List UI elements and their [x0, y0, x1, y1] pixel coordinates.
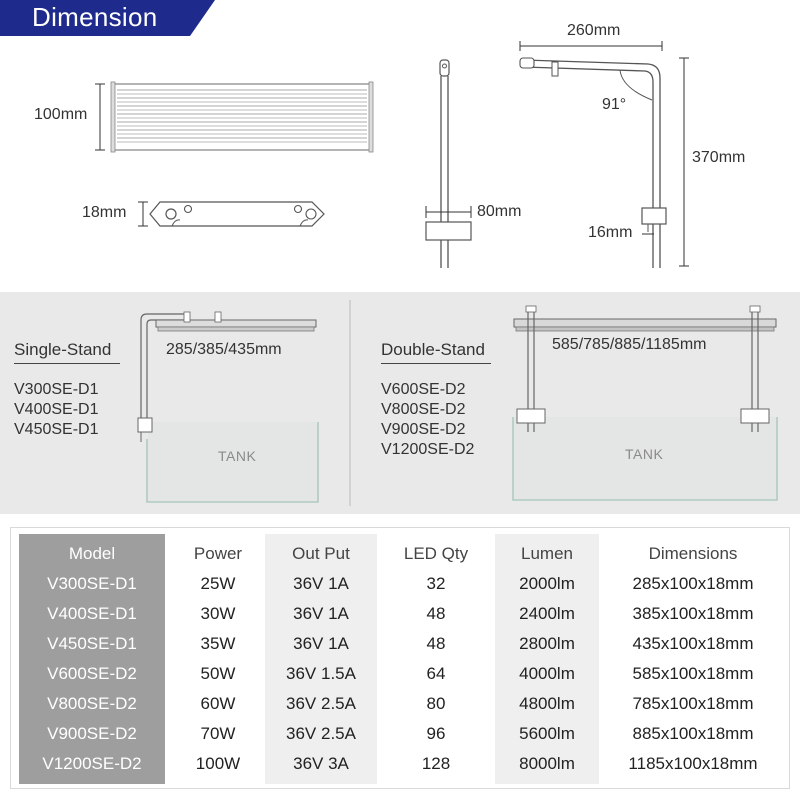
model-name: V600SE-D2	[381, 381, 466, 398]
header-output: Out Put	[292, 544, 350, 563]
banner-shape	[0, 0, 215, 36]
double-tank-label: TANK	[625, 446, 664, 462]
col-power: Power 25W 30W 35W 50W 60W 70W 100W	[173, 534, 263, 784]
cell-power: 30W	[200, 604, 236, 623]
cell-led-qty: 32	[426, 574, 446, 593]
model-name: V800SE-D2	[381, 401, 466, 418]
cell-dimensions: 285x100x18mm	[632, 574, 754, 593]
cell-led-qty: 80	[426, 694, 446, 713]
fixture-end-view	[138, 201, 325, 227]
cell-dimensions: 885x100x18mm	[632, 724, 754, 743]
cell-output: 36V 1A	[293, 634, 349, 653]
dimension-drawings: 100mm 18mm 260mm 91° 370mm 80mm 16mm	[0, 22, 800, 290]
cell-dimensions: 585x100x18mm	[632, 664, 754, 683]
cell-lumen: 2800lm	[519, 634, 575, 653]
cell-output: 36V 2.5A	[286, 724, 356, 743]
cell-led-qty: 48	[426, 634, 446, 653]
col-led-qty: LED Qty 32 48 48 64 80 96 128	[385, 534, 487, 784]
dimension-banner: Dimension	[0, 0, 215, 36]
double-stand-models: V600SE-D2 V800SE-D2 V900SE-D2 V1200SE-D2	[381, 380, 474, 460]
double-stand-underline	[381, 363, 491, 364]
stand-side-view	[425, 59, 472, 268]
header-dimensions: Dimensions	[648, 544, 738, 563]
stand-section: Single-Stand V300SE-D1 V400SE-D1 V450SE-…	[0, 292, 800, 514]
header-led-qty: LED Qty	[403, 544, 469, 563]
single-tank-label: TANK	[218, 448, 257, 464]
model-name: V900SE-D2	[381, 421, 466, 438]
cell-dimensions: 785x100x18mm	[632, 694, 754, 713]
double-stand-span: 585/785/885/1185mm	[552, 336, 707, 353]
single-stand-drawing	[137, 311, 319, 503]
cell-dimensions: 385x100x18mm	[632, 604, 754, 623]
cell-led-qty: 96	[426, 724, 446, 743]
cell-model: V600SE-D2	[47, 664, 137, 683]
model-name: V300SE-D1	[14, 381, 99, 398]
cell-led-qty: 64	[426, 664, 446, 683]
cell-dimensions: 1185x100x18mm	[628, 754, 758, 773]
cell-lumen: 5600lm	[519, 724, 575, 743]
header-power: Power	[193, 544, 243, 563]
cell-led-qty: 128	[421, 754, 451, 773]
double-stand-drawing	[512, 305, 778, 501]
cell-model: V400SE-D1	[47, 604, 137, 623]
height-front-label: 100mm	[34, 106, 88, 123]
col-output: Out Put 36V 1A 36V 1A 36V 1A 36V 1.5A 36…	[265, 534, 377, 784]
cell-output: 36V 1A	[293, 604, 349, 623]
single-stand-span: 285/385/435mm	[166, 341, 282, 358]
clamp-gap-label: 16mm	[588, 224, 633, 241]
banner-title: Dimension	[32, 2, 158, 32]
col-lumen: Lumen 2000lm 2400lm 2800lm 4000lm 4800lm…	[495, 534, 599, 784]
stand-diagram	[137, 300, 778, 506]
cell-lumen: 4800lm	[519, 694, 575, 713]
stand-height-label: 370mm	[692, 149, 746, 166]
spec-table: Model V300SE-D1 V400SE-D1 V450SE-D1 V600…	[10, 527, 790, 789]
cell-model: V800SE-D2	[47, 694, 137, 713]
cell-led-qty: 48	[426, 604, 446, 623]
cell-power: 50W	[200, 664, 236, 683]
cell-lumen: 2400lm	[519, 604, 575, 623]
arm-view	[519, 41, 689, 268]
cell-output: 36V 1A	[293, 574, 349, 593]
cell-lumen: 8000lm	[519, 754, 575, 773]
cell-power: 70W	[200, 724, 236, 743]
cell-model: V300SE-D1	[47, 574, 137, 593]
cell-model: V450SE-D1	[47, 634, 137, 653]
cell-lumen: 4000lm	[519, 664, 575, 683]
double-stand-title: Double-Stand	[381, 340, 485, 359]
model-name: V1200SE-D2	[381, 441, 475, 458]
model-name: V450SE-D1	[14, 421, 99, 438]
col-dimensions: Dimensions 285x100x18mm 385x100x18mm 435…	[607, 534, 779, 784]
cell-output: 36V 1.5A	[286, 664, 356, 683]
header-lumen: Lumen	[521, 544, 573, 563]
arm-width-label: 260mm	[567, 22, 621, 39]
single-stand-title: Single-Stand	[14, 340, 112, 359]
cell-model: V900SE-D2	[47, 724, 137, 743]
cell-output: 36V 3A	[293, 754, 349, 773]
clamp-width-label: 80mm	[477, 203, 522, 220]
cell-model: V1200SE-D2	[42, 754, 142, 773]
dimension-diagram	[95, 41, 689, 268]
cell-power: 25W	[200, 574, 236, 593]
thickness-label: 18mm	[82, 204, 127, 221]
single-stand-underline	[14, 363, 120, 364]
cell-power: 60W	[200, 694, 236, 713]
header-model: Model	[68, 544, 116, 563]
single-stand-models: V300SE-D1 V400SE-D1 V450SE-D1	[14, 380, 99, 440]
cell-output: 36V 2.5A	[286, 694, 356, 713]
col-model: Model V300SE-D1 V400SE-D1 V450SE-D1 V600…	[19, 534, 165, 784]
cell-power: 35W	[200, 634, 236, 653]
angle-label: 91°	[602, 96, 627, 113]
cell-lumen: 2000lm	[519, 574, 575, 593]
fixture-front-view	[95, 81, 374, 153]
model-name: V400SE-D1	[14, 401, 99, 418]
cell-power: 100W	[195, 754, 241, 773]
cell-dimensions: 435x100x18mm	[632, 634, 754, 653]
